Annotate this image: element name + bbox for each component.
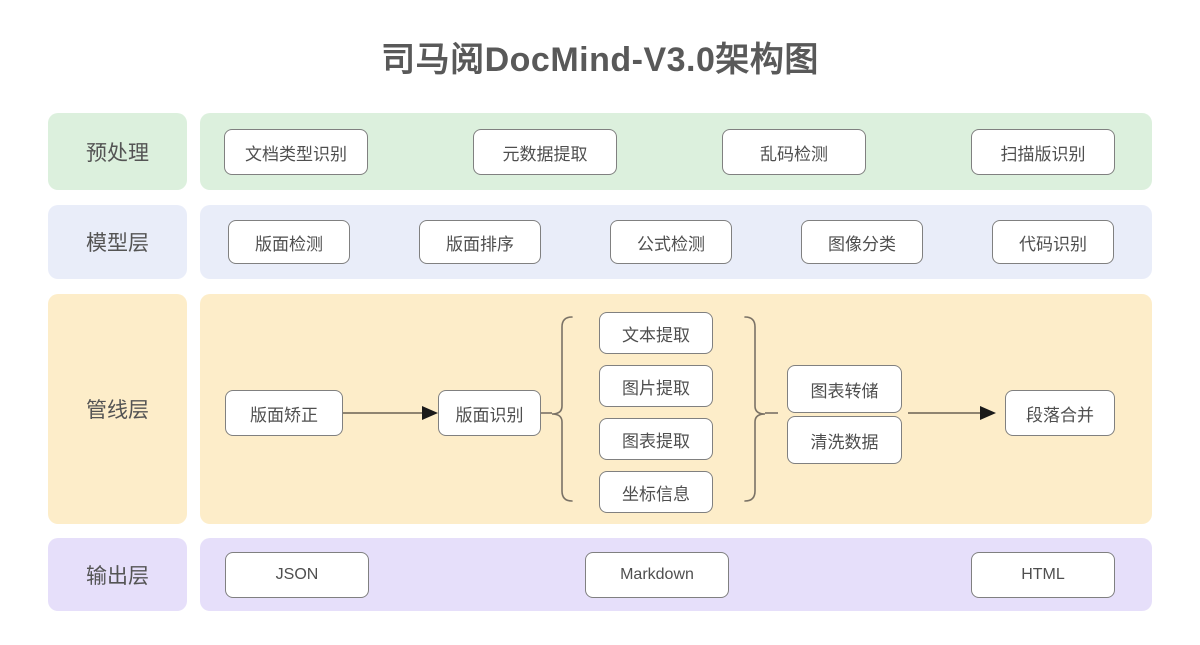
node-data-cleaning[interactable]: 清洗数据 [787, 416, 902, 464]
node-layout-ordering[interactable]: 版面排序 [419, 220, 541, 264]
row-label-pipeline: 管线层 [48, 294, 187, 524]
node-coordinate-info[interactable]: 坐标信息 [599, 471, 713, 513]
node-layout-correction[interactable]: 版面矫正 [225, 390, 343, 436]
node-output-markdown[interactable]: Markdown [585, 552, 729, 598]
row-panel-preprocess: 文档类型识别 元数据提取 乱码检测 扫描版识别 [200, 113, 1152, 190]
row-panel-output: JSON Markdown HTML [200, 538, 1152, 611]
node-image-extraction[interactable]: 图片提取 [599, 365, 713, 407]
node-layout-detection[interactable]: 版面检测 [228, 220, 350, 264]
row-label-output: 输出层 [48, 538, 187, 611]
node-output-html[interactable]: HTML [971, 552, 1115, 598]
node-chart-extraction[interactable]: 图表提取 [599, 418, 713, 460]
page-title: 司马阅DocMind-V3.0架构图 [381, 41, 819, 79]
node-layout-recognition[interactable]: 版面识别 [438, 390, 541, 436]
row-panel-pipeline: 版面矫正 版面识别 文本提取 图片提取 图表提取 坐标信息 图表转储 清洗数据 … [200, 294, 1152, 524]
node-output-json[interactable]: JSON [225, 552, 369, 598]
node-paragraph-merge[interactable]: 段落合并 [1005, 390, 1115, 436]
node-text-extraction[interactable]: 文本提取 [599, 312, 713, 354]
node-code-recognition[interactable]: 代码识别 [992, 220, 1114, 264]
node-chart-storage[interactable]: 图表转储 [787, 365, 902, 413]
node-scanned-version-recognition[interactable]: 扫描版识别 [971, 129, 1115, 175]
node-formula-detection[interactable]: 公式检测 [610, 220, 732, 264]
node-metadata-extraction[interactable]: 元数据提取 [473, 129, 617, 175]
node-garbled-text-detection[interactable]: 乱码检测 [722, 129, 866, 175]
row-label-preprocess: 预处理 [48, 113, 187, 190]
node-image-classification[interactable]: 图像分类 [801, 220, 923, 264]
row-panel-model: 版面检测 版面排序 公式检测 图像分类 代码识别 [200, 205, 1152, 279]
node-document-type-recognition[interactable]: 文档类型识别 [224, 129, 368, 175]
row-label-model: 模型层 [48, 205, 187, 279]
